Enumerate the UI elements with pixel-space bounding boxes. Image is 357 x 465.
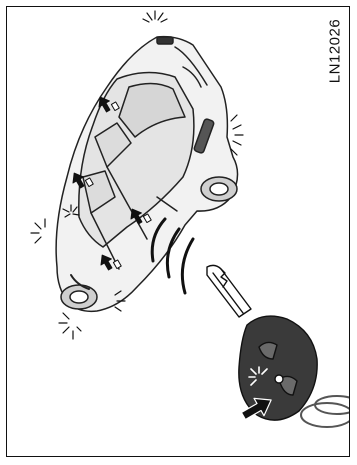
diagram-canvas	[7, 7, 350, 457]
figure-code-text: LN12026	[327, 19, 344, 83]
flash-burst-icon	[59, 313, 81, 339]
flash-burst-icon	[231, 115, 243, 155]
figure-code-label: LN12026	[323, 9, 347, 93]
flash-burst-icon	[143, 11, 167, 22]
flash-burst-icon	[31, 219, 45, 243]
figure-frame: LN12026	[6, 6, 350, 457]
key-remote-illustration	[207, 265, 350, 427]
